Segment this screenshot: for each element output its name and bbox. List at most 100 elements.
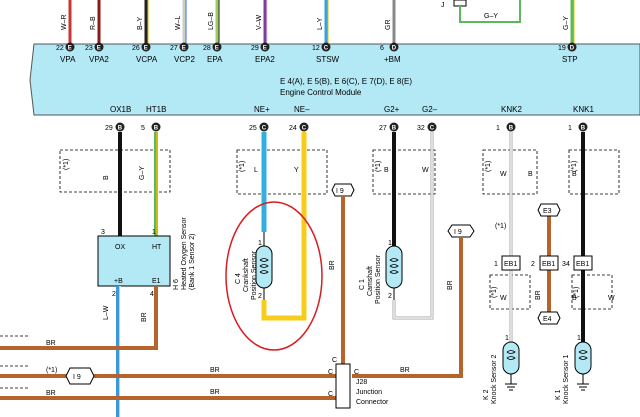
o2-pin-plusb: +B: [114, 278, 123, 285]
bottom-pin-number: 32: [417, 125, 425, 132]
wire-ne-y: [261, 132, 307, 321]
bottom-pin-number: 24: [289, 125, 297, 132]
eb1-pin3: 3: [562, 261, 566, 268]
ecm-box: [29, 43, 640, 116]
svg-text:EB1: EB1: [576, 261, 589, 268]
o2-pin-ox: OX: [115, 244, 125, 251]
top-pin-number: 27: [170, 45, 178, 52]
eb1-pin2: 2: [531, 261, 535, 268]
note-star-eb1: (*1): [495, 223, 506, 230]
svg-text:E3: E3: [543, 208, 552, 215]
code-knk2-b: B: [528, 171, 533, 178]
code-br-i9-mid: BR: [329, 260, 336, 270]
top-pin-letter: C: [324, 46, 329, 52]
bottom-pin-number: 25: [249, 125, 257, 132]
top-pin-letter: E: [97, 46, 101, 52]
top-terminal-label: VCPA: [136, 55, 158, 64]
note-star-g2: (*1): [375, 161, 382, 172]
highlight-ellipse: [225, 201, 323, 351]
top-wire-code: B–Y: [137, 16, 144, 30]
code-knk1-w: W: [608, 295, 615, 302]
top-terminal-label: VPA2: [89, 55, 109, 64]
shield-ne: [236, 149, 328, 195]
top-pin-marker: [141, 42, 151, 52]
connector-eb1-row: EB1 EB1 EB1: [501, 255, 593, 271]
o2-pin3: 3: [101, 229, 105, 236]
top-pin-number: 19: [558, 45, 566, 52]
bottom-pin-marker: [115, 122, 125, 132]
top-pin-marker: [179, 42, 189, 52]
note-star-knk1-low: (*1): [573, 287, 580, 298]
bottom-pin-marker: [427, 122, 437, 132]
bottom-terminal-label: OX1B: [110, 105, 131, 114]
eb1-pin1: 1: [494, 261, 498, 268]
junction-pin-c1: C: [332, 357, 337, 364]
bottom-pin-letter: C: [430, 126, 435, 132]
top-terminal-label: EPA: [207, 55, 223, 64]
top-pin-number: 23: [85, 45, 93, 52]
bottom-pin-letter: C: [262, 126, 267, 132]
code-br-e1: BR: [141, 312, 148, 322]
top-pin-marker: [389, 42, 399, 52]
top-pin-number: 6: [380, 45, 384, 52]
connector-i9-right: I 9: [447, 224, 475, 238]
bottom-terminal-label: KNK1: [573, 105, 594, 114]
code-br-left3: BR: [46, 390, 56, 397]
note-star-knk2-low: (*1): [491, 287, 498, 298]
code-lw: L–W: [103, 305, 110, 320]
top-pin-number: 28: [203, 45, 211, 52]
code-ox-b: B: [103, 175, 110, 180]
knock-sensor-2: [502, 341, 520, 391]
code-br-mid1: BR: [210, 367, 220, 374]
crank-line2: Position Sensor: [251, 250, 258, 300]
bottom-pin-letter: C: [302, 126, 307, 132]
note-star-ne: (*1): [239, 161, 246, 172]
o2-pin1: 1: [152, 229, 156, 236]
bottom-terminal-label: NE–: [294, 105, 310, 114]
top-pin-letter: E: [263, 46, 267, 52]
cam-pin2: 2: [388, 293, 392, 300]
cam-pin1: 1: [388, 240, 392, 247]
o2-pin-ht: HT: [152, 244, 162, 251]
wire-br-i9-right: [352, 237, 463, 378]
top-wire-code: W–L: [175, 16, 182, 31]
code-knk2-w-low: W: [500, 295, 507, 302]
o2-pin4: 4: [150, 291, 154, 298]
o2-name: Heated Oxygen Sensor: [181, 217, 188, 290]
top-terminal-label: STSW: [316, 55, 340, 64]
svg-text:E4: E4: [543, 316, 552, 323]
top-wire-code: LG–B: [208, 12, 215, 30]
wire-gy-top: [459, 0, 521, 23]
wire-br-e1: [0, 286, 158, 350]
top-pin-letter: E: [215, 46, 219, 52]
bottom-pin-marker: [151, 122, 161, 132]
top-wire-code: GR: [385, 20, 392, 31]
top-pin-letter: D: [392, 46, 397, 52]
code-knk1-b: B: [572, 171, 577, 178]
svg-text:I 9: I 9: [73, 374, 81, 381]
code-br-i9-right: BR: [447, 280, 454, 290]
top-pin-number: 26: [132, 45, 140, 52]
code-br-right: BR: [400, 367, 410, 374]
o2-ref: H 6: [173, 279, 180, 290]
connector-i9-mid: I 9: [331, 183, 355, 197]
top-pin-letter: E: [144, 46, 148, 52]
junction-pin-c4: C: [328, 391, 333, 398]
bottom-pin-marker: [299, 122, 309, 132]
knock2-ref: K 2: [483, 389, 490, 400]
bottom-pin-letter: B: [581, 126, 586, 132]
junction-pin-c3: C: [354, 369, 359, 376]
knock1-pin: 1: [577, 335, 581, 342]
top-pin-marker: [321, 42, 331, 52]
cam-line2: Position Sensor: [375, 254, 382, 304]
knock2-pin: 1: [505, 335, 509, 342]
top-pin-marker: [94, 42, 104, 52]
bottom-pin-number: 1: [496, 125, 500, 132]
bottom-terminal-label: HT1B: [146, 105, 166, 114]
top-wire-code: L–Y: [317, 17, 324, 30]
code-knk1-b-low: B: [572, 295, 577, 302]
bottom-pin-letter: B: [118, 126, 123, 132]
junction-j28: [335, 363, 351, 409]
bottom-pin-marker: [389, 122, 399, 132]
top-terminal-label: VPA: [60, 55, 76, 64]
